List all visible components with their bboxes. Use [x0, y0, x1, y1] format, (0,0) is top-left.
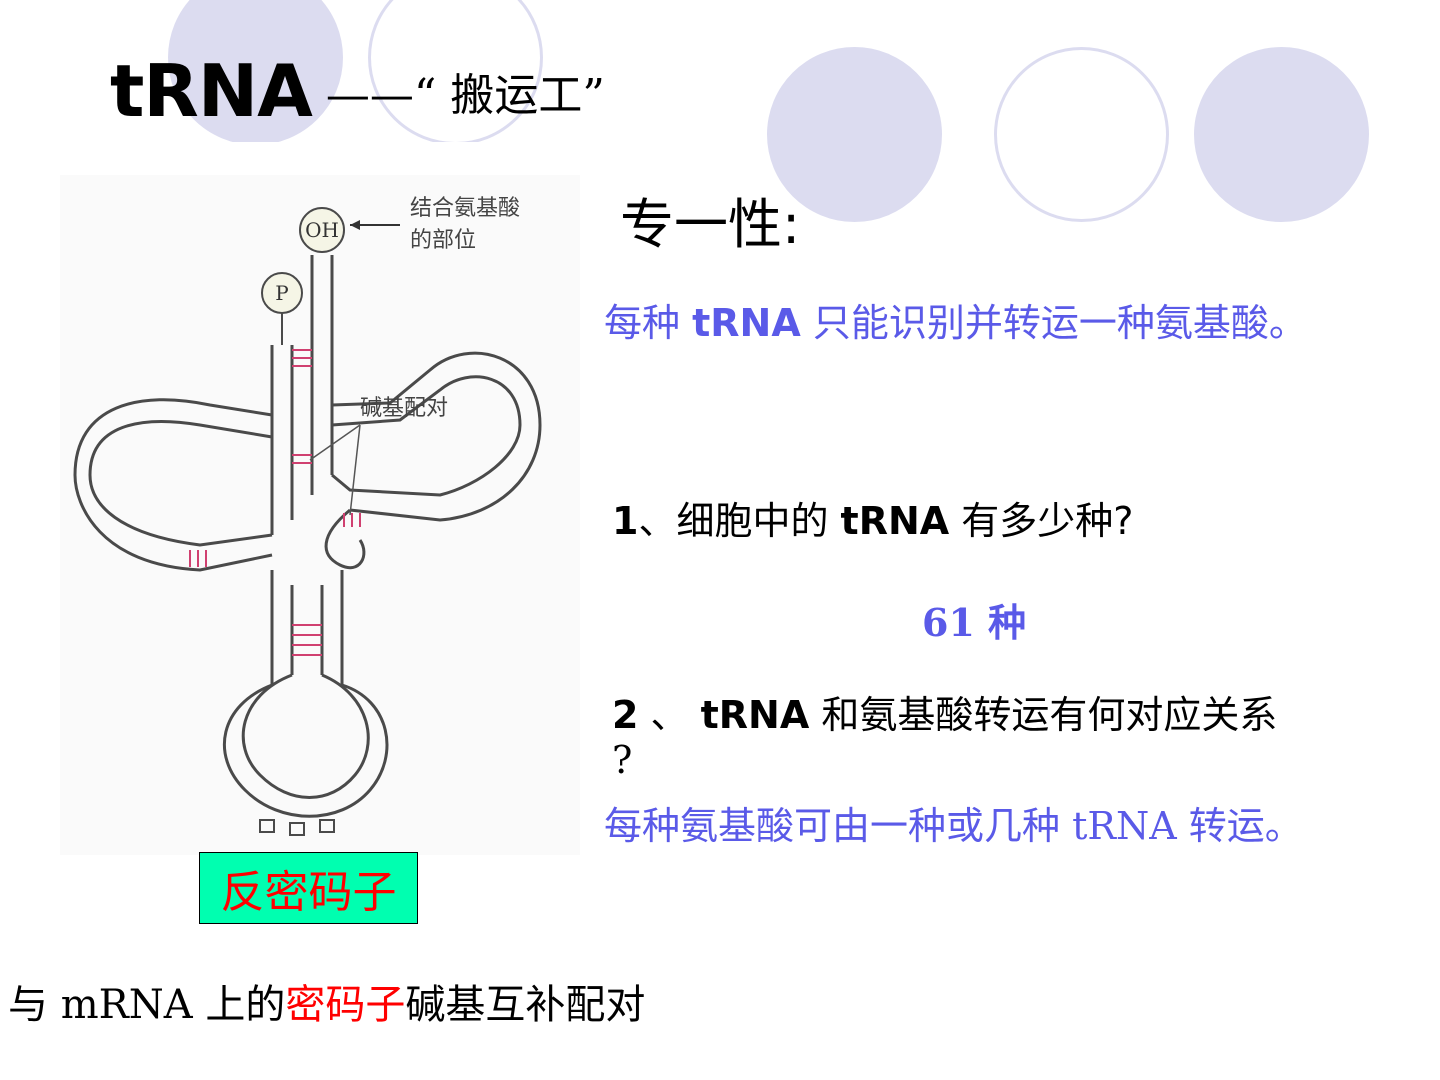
answer-1: 61 种 [922, 600, 1027, 645]
specificity-heading: 专一性: [620, 193, 801, 256]
bottom-pre: 与 [8, 982, 61, 1028]
q1-num: 1 [612, 499, 639, 543]
annotation-base-pairing: 碱基配对 [360, 396, 448, 421]
question-1: 1、细胞中的 tRNA 有多少种? [612, 490, 1133, 545]
oh-label: OH [305, 218, 339, 242]
bottom-note: 与 mRNA 上的密码子碱基互补配对 [8, 972, 645, 1030]
statement-pre: 每种 [604, 301, 693, 345]
decor-circle-1 [168, 0, 343, 145]
specificity-statement: 每种 tRNA 只能识别并转运一种氨基酸。 [604, 292, 1307, 347]
question-2-cont: ? [612, 738, 633, 782]
anticodon-label: 反密码子 [199, 852, 418, 924]
annotation-binding-site-1: 结合氨基酸 [410, 196, 520, 221]
bottom-codon: 密码子 [285, 982, 406, 1028]
bottom-mid: 上的 [192, 982, 286, 1028]
statement-bold: tRNA [692, 301, 801, 345]
title-sub: ——“ 搬运工” [325, 70, 605, 121]
slide-title: tRNA ——“ 搬运工” [110, 46, 605, 136]
decor-circle-3 [767, 47, 942, 222]
p-label: P [275, 281, 288, 305]
question-2: 2 、 tRNA 和氨基酸转运有何对应关系 [612, 684, 1277, 739]
title-main: tRNA [110, 49, 313, 133]
bottom-post: 碱基互补配对 [405, 982, 646, 1028]
q1-post: 有多少种? [949, 499, 1134, 543]
q1-bold: tRNA [840, 499, 950, 543]
annotation-binding-site-2: 的部位 [410, 228, 476, 253]
q1-pre: 、细胞中的 [638, 499, 841, 543]
q2-num: 2 [612, 693, 639, 737]
answer-2: 每种氨基酸可由一种或几种 tRNA 转运。 [604, 804, 1303, 848]
trna-cloverleaf-diagram: OH P 结合氨基酸 的部位 碱基配对 [60, 175, 580, 855]
statement-post: 只能识别并转运一种氨基酸。 [800, 301, 1307, 345]
q2-bold: tRNA [700, 693, 810, 737]
q2-post: 和氨基酸转运有何对应关系 [809, 693, 1278, 737]
bottom-mrna: mRNA [60, 982, 193, 1028]
decor-circle-4 [994, 47, 1169, 222]
decor-circle-5 [1194, 47, 1369, 222]
q2-pre: 、 [638, 693, 701, 737]
